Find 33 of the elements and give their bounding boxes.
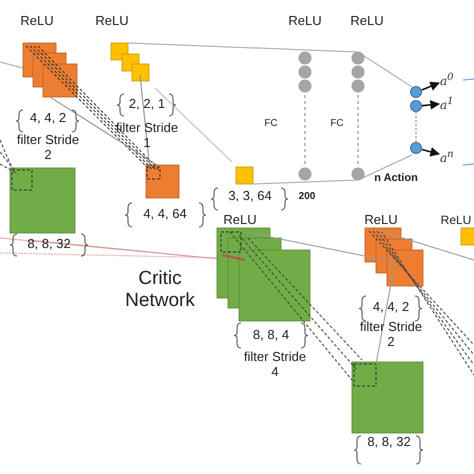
layer-label: 2, 2, 1: [128, 97, 166, 112]
action-neuron: [410, 100, 422, 112]
layer-label: ReLU: [222, 213, 258, 228]
layer-label: 4, 4, 2: [372, 300, 410, 315]
arrow: [422, 147, 440, 156]
layer-label: FC: [329, 118, 345, 130]
layer-label: filter Stride 2: [358, 320, 424, 350]
layer-label: ReLU: [287, 14, 323, 29]
layer-label: 8, 8, 4: [252, 328, 290, 343]
layer-label: 4, 4, 2: [28, 111, 68, 126]
arrow: [422, 100, 440, 110]
layer-label: ReLU: [440, 214, 472, 228]
layer-label: filter Stride 2: [16, 133, 80, 163]
action-label: a$^{1}$: [440, 96, 460, 112]
layer-label: 4, 4, 64: [142, 207, 188, 222]
arrow: [421, 82, 440, 91]
layer-label: 3, 3, 64: [227, 189, 273, 204]
layer-label: 200: [298, 191, 316, 202]
action-neuron: [410, 86, 422, 98]
action-neuron: [410, 142, 422, 154]
layer-label: filter Stride 1: [114, 121, 180, 151]
layer-label: ReLU: [94, 14, 130, 29]
layer-label: ReLU: [19, 14, 55, 29]
layer-label: 8, 8, 32: [366, 435, 412, 450]
layer-label: FC: [263, 118, 279, 130]
action-label: a$^{n}$: [440, 149, 460, 165]
layer-label: 8, 8, 32: [26, 237, 72, 252]
layer-label: n Action: [373, 172, 419, 185]
action-label: a$^{0}$: [440, 72, 460, 88]
layer-label: ReLU: [349, 14, 385, 29]
network-title: Critic Network: [124, 268, 196, 312]
layer-label: ReLU: [363, 213, 399, 228]
layer-label: filter Stride 4: [242, 350, 308, 380]
